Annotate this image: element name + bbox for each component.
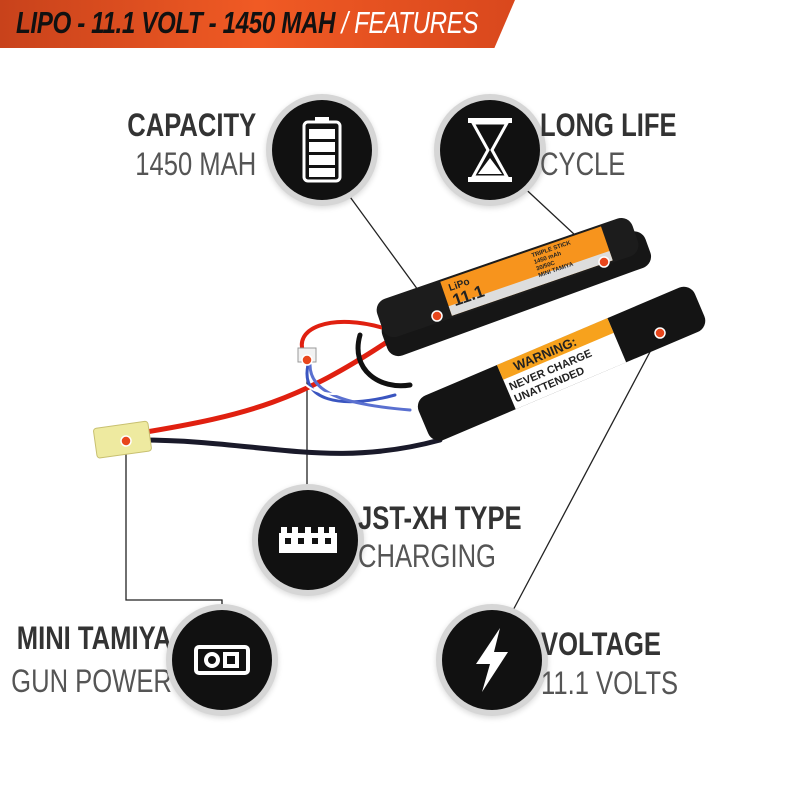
feature-subtitle-mini-tamiya: GUN POWER	[11, 663, 172, 699]
feature-title-long-life: LONG LIFE	[540, 107, 677, 143]
feature-subtitle-voltage: 11.1 VOLTS	[541, 665, 679, 701]
feature-title-voltage: VOLTAGE	[541, 626, 661, 662]
feature-title-jst: JST-XH TYPE	[358, 500, 522, 536]
lightning-icon	[442, 610, 542, 710]
battery-icon	[272, 100, 372, 200]
feature-subtitle-long-life: CYCLE	[540, 146, 626, 182]
wires	[137, 319, 443, 456]
battery-stick-front: WARNING: NEVER CHARGE UNATTENDED	[417, 286, 706, 441]
banner-title: LIPO - 11.1 VOLT - 1450 MAH	[16, 5, 336, 40]
feature-subtitle-jst: CHARGING	[358, 538, 496, 574]
callout-dots	[120, 256, 666, 447]
tamiya-connector-icon	[172, 610, 272, 710]
feature-title-mini-tamiya: MINI TAMIYA	[16, 620, 172, 656]
feature-title-capacity: CAPACITY	[127, 107, 256, 143]
jst-connector-icon	[258, 490, 358, 590]
feature-subtitle-capacity: 1450 MAH	[135, 146, 256, 182]
battery-stick-top: LiPo 11.1 TRIPLE STICK 1450 mAh 30/50C M…	[376, 217, 639, 338]
banner-suffix: / FEATURES	[341, 5, 479, 40]
hourglass-icon	[440, 100, 540, 200]
title-banner: LIPO - 11.1 VOLT - 1450 MAH / FEATURES	[0, 0, 515, 48]
